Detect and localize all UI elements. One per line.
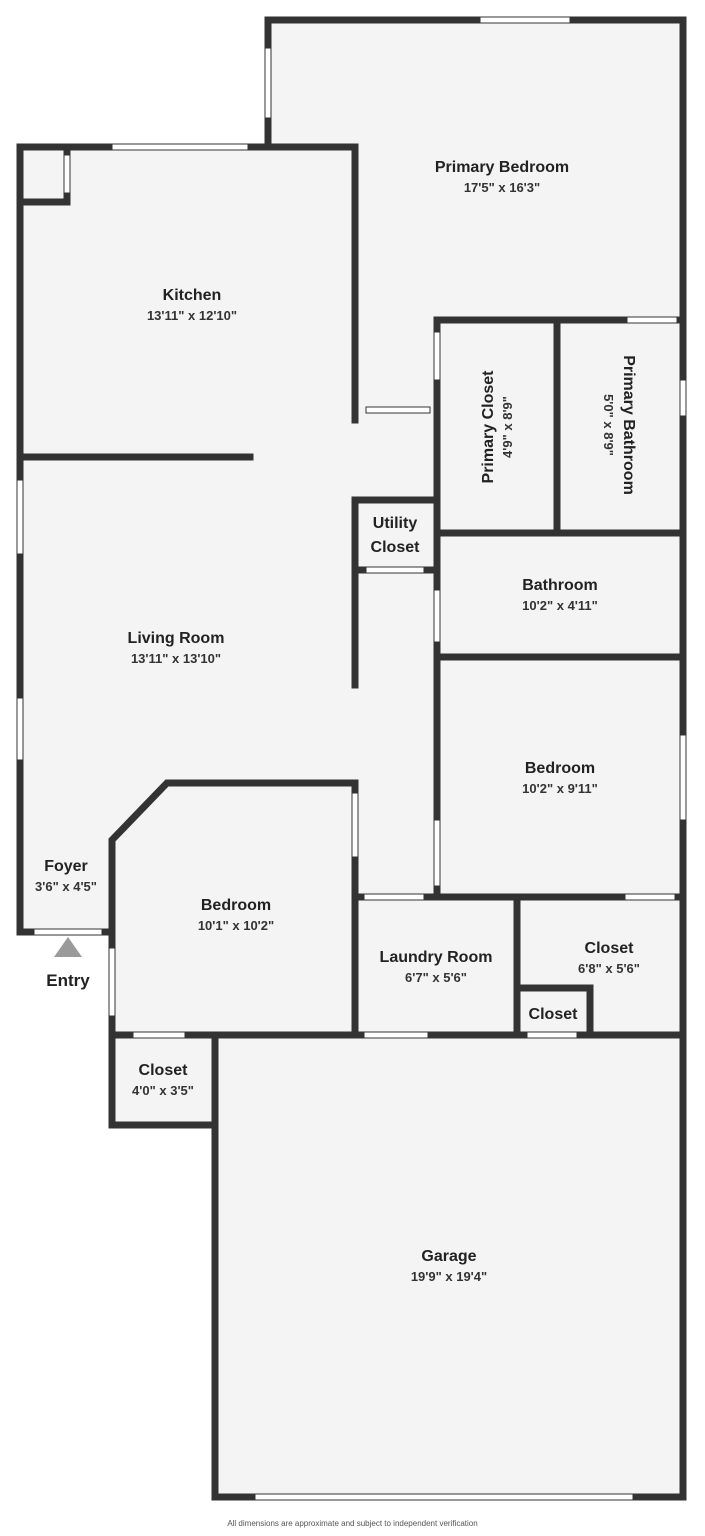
window-primary-top (479, 16, 571, 24)
door-foyer (33, 928, 103, 936)
utility-closet-name-line1: Utility (373, 515, 418, 532)
door-bedroom-right (433, 819, 441, 887)
closet-right-name: Closet (585, 940, 635, 957)
laundry-room-dim: 6'7" x 5'6" (405, 970, 467, 985)
window-garage-bottom (254, 1493, 634, 1501)
door-primary-closet (433, 331, 441, 381)
door-laundry-bottom (363, 1031, 429, 1039)
window-primary-bath-right (679, 379, 687, 417)
bedroom-left-dim: 10'1" x 10'2" (198, 918, 274, 933)
laundry-room-name: Laundry Room (380, 949, 493, 966)
window-bedroom-right (679, 734, 687, 821)
bedroom-right-dim: 10'2" x 9'11" (522, 781, 598, 796)
door-bathroom (433, 589, 441, 643)
utility-closet-name-line2: Closet (371, 539, 421, 556)
bathroom-name: Bathroom (522, 577, 598, 594)
window-bedroom-left (108, 947, 116, 1017)
living-room-dim: 13'11" x 13'10" (131, 651, 221, 666)
door-laundry-top (363, 893, 425, 901)
primary-bedroom-dim: 17'5" x 16'3" (464, 180, 540, 195)
wall-bedroom-left (108, 779, 359, 1129)
wall-utility (351, 496, 441, 689)
wall-small-closet (513, 984, 594, 1039)
door-primary-bedroom (365, 406, 431, 414)
garage-dim: 19'9" x 19'4" (411, 1269, 487, 1284)
disclaimer-text: All dimensions are approximate and subje… (227, 1519, 478, 1528)
kitchen-dim: 13'11" x 12'10" (147, 308, 237, 323)
entry-label: Entry (46, 971, 90, 990)
garage-name: Garage (421, 1248, 476, 1265)
foyer-dim: 3'6" x 4'5" (35, 879, 97, 894)
window-pantry (63, 154, 71, 194)
door-left-closet (132, 1031, 186, 1039)
bedroom-left-name: Bedroom (201, 897, 271, 914)
window-primary-bath-top (626, 316, 678, 324)
foyer-name: Foyer (44, 858, 88, 875)
door-bedroom-left (351, 792, 359, 858)
bedroom-right-name: Bedroom (525, 760, 595, 777)
door-closet-right (624, 893, 676, 901)
closet-right-dim: 6'8" x 5'6" (578, 961, 640, 976)
closet-left-name: Closet (139, 1062, 189, 1079)
closet-left-dim: 4'0" x 3'5" (132, 1083, 194, 1098)
window-living-left-1 (16, 479, 24, 555)
window-primary-left (264, 47, 272, 119)
closet-small-name: Closet (529, 1006, 579, 1023)
door-small-closet (526, 1031, 578, 1039)
primary-closet-dim: 4'9" x 8'9" (500, 396, 515, 458)
primary-bedroom-name: Primary Bedroom (435, 159, 569, 176)
window-kitchen-top (111, 143, 249, 151)
window-living-left-2 (16, 697, 24, 761)
entry-arrow-icon (54, 937, 82, 957)
room-labels: Primary Bedroom 17'5" x 16'3" Kitchen 13… (35, 159, 640, 1284)
windows (16, 16, 687, 1501)
living-room-name: Living Room (128, 630, 225, 647)
kitchen-name: Kitchen (163, 287, 222, 304)
primary-bathroom-name: Primary Bathroom (620, 355, 637, 495)
bathroom-dim: 10'2" x 4'11" (522, 598, 598, 613)
door-utility (365, 566, 425, 574)
primary-bathroom-dim: 5'0" x 8'9" (601, 394, 616, 456)
floor-garage (215, 1035, 683, 1497)
primary-closet-name: Primary Closet (480, 370, 497, 484)
